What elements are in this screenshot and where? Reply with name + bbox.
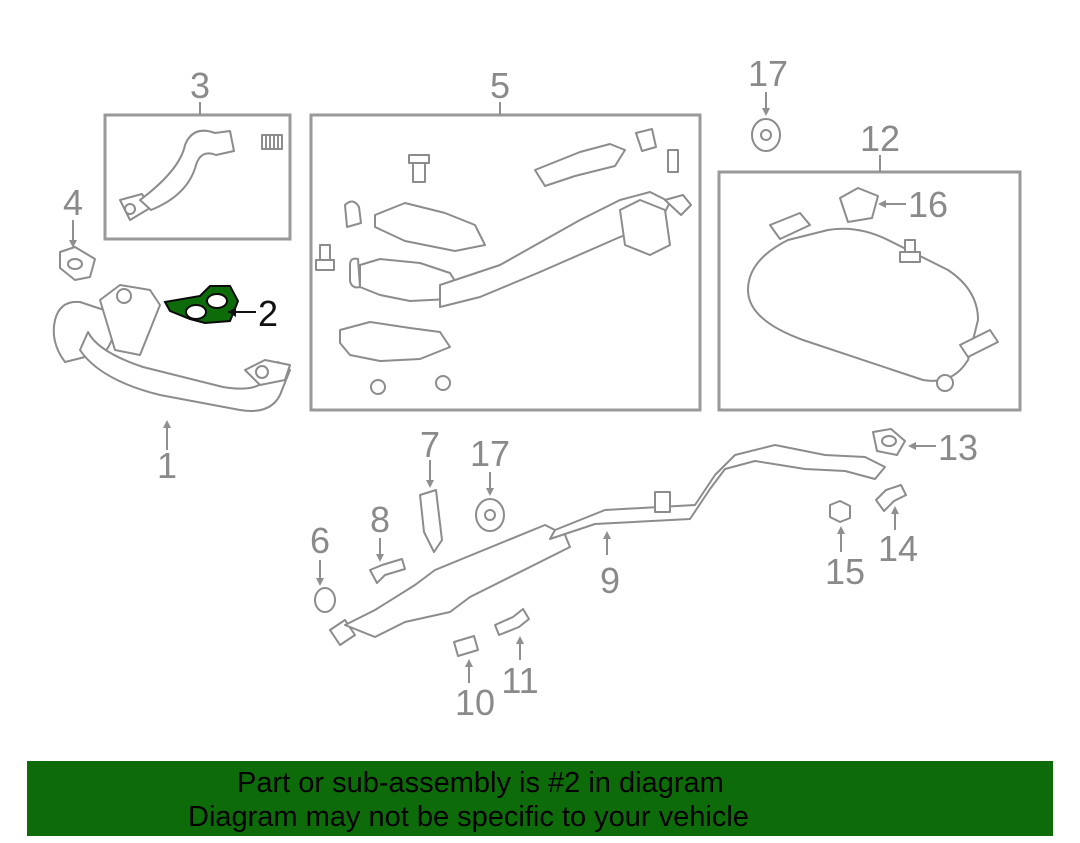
callout-17-bottom: 17 — [470, 433, 510, 474]
box-group-3 — [103, 113, 292, 241]
part-11-bolt[interactable] — [494, 608, 530, 660]
box-group-5 — [309, 113, 702, 412]
info-banner: Part or sub-assembly is #2 in diagram Di… — [27, 761, 1053, 836]
part-17-hanger-bottom[interactable] — [475, 472, 505, 532]
part-17-hanger-top[interactable] — [751, 92, 781, 152]
part-14-bolt[interactable] — [875, 484, 907, 530]
part-1-exhaust-manifold[interactable] — [52, 284, 291, 412]
callout-14: 14 — [878, 528, 918, 569]
callout-15: 15 — [825, 551, 865, 592]
box-group-12 — [717, 170, 1022, 412]
callout-9: 9 — [600, 560, 620, 601]
callout-4: 4 — [63, 182, 83, 223]
banner-line-2: Diagram may not be specific to your vehi… — [188, 801, 749, 833]
part-16-sleeve[interactable] — [878, 200, 906, 208]
part-5-catalytic-assembly[interactable] — [315, 128, 692, 395]
callout-3: 3 — [190, 65, 210, 106]
callout-1: 1 — [157, 445, 177, 486]
banner-line-1: Part or sub-assembly is #2 in diagram — [237, 767, 724, 799]
callout-13: 13 — [938, 427, 978, 468]
callout-7: 7 — [420, 424, 440, 465]
part-13-gasket[interactable] — [872, 428, 936, 456]
part-9-center-pipe[interactable] — [329, 444, 886, 646]
callout-5: 5 — [490, 65, 510, 106]
callout-16: 16 — [908, 184, 948, 225]
callout-12: 12 — [860, 118, 900, 159]
part-2-gasket-highlighted[interactable] — [163, 285, 256, 325]
part-7-bracket[interactable] — [419, 460, 443, 553]
part-15-nut[interactable] — [829, 500, 851, 552]
callout-8: 8 — [370, 499, 390, 540]
callout-2: 2 — [258, 293, 278, 334]
part-12-muffler[interactable] — [747, 187, 999, 392]
part-6-gasket-ring[interactable] — [314, 560, 336, 613]
part-10-spring[interactable] — [453, 635, 479, 683]
callout-10: 10 — [455, 682, 495, 723]
callout-6: 6 — [310, 520, 330, 561]
part-8-bolt[interactable] — [369, 538, 406, 584]
part-4-gasket[interactable] — [59, 220, 96, 281]
part-3-front-pipe[interactable] — [119, 129, 283, 221]
callout-17-top: 17 — [748, 53, 788, 94]
callout-11: 11 — [501, 660, 538, 701]
